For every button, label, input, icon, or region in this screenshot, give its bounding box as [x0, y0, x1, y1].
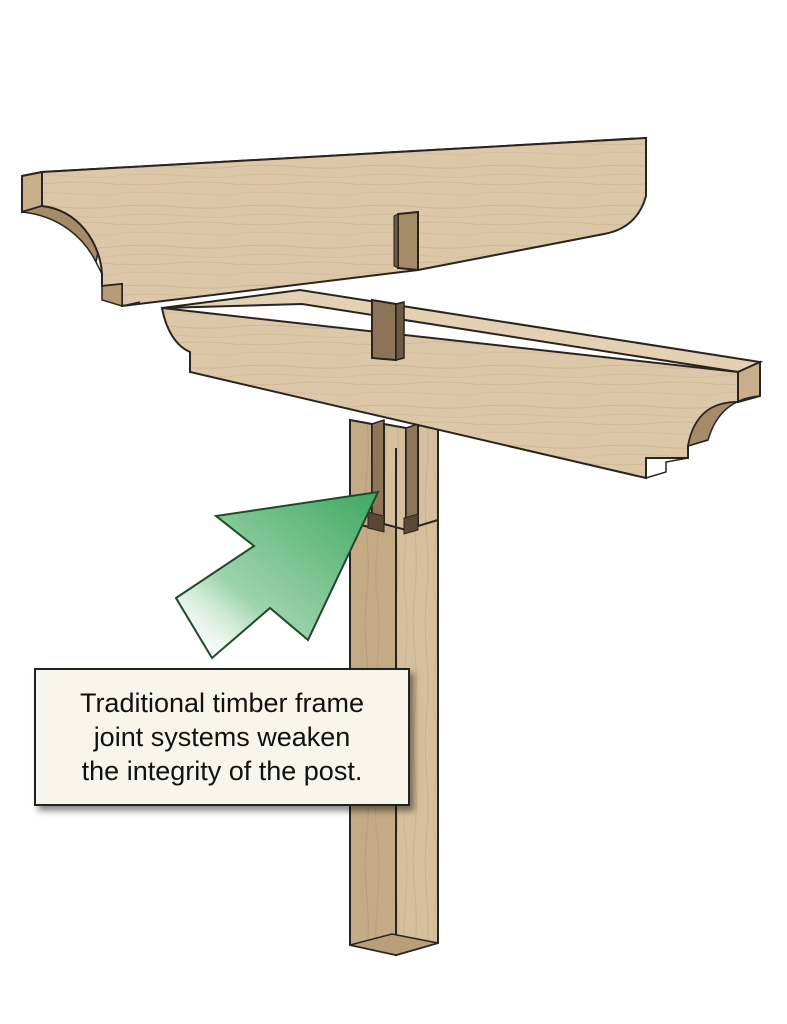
callout-box: Traditional timber frame joint systems w… — [34, 668, 410, 806]
green-pointer-arrow-icon — [174, 490, 380, 660]
callout-line-2: joint systems weaken — [93, 722, 351, 752]
upper-beam-end — [21, 170, 43, 214]
post-tenon-slots — [349, 418, 439, 535]
upper-beam-notch — [393, 210, 419, 272]
lower-beam-face — [160, 306, 739, 480]
upper-beam-face — [41, 136, 647, 308]
lower-beam-notch — [371, 298, 405, 362]
upper-beam — [21, 136, 647, 308]
callout-line-3: the integrity of the post. — [81, 756, 363, 786]
callout-line-1: Traditional timber frame — [79, 688, 365, 718]
lower-beam — [160, 288, 764, 480]
